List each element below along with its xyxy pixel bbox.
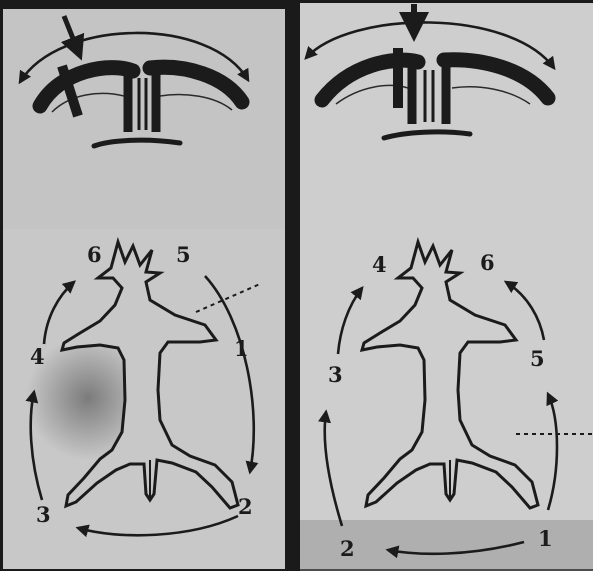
right-label-6: 6: [480, 250, 495, 275]
panel-divider: [285, 0, 300, 571]
left-panel-top-gradient: [3, 9, 285, 229]
left-label-1: 1: [234, 336, 249, 361]
left-label-3: 3: [36, 502, 51, 527]
right-label-1: 1: [538, 526, 553, 551]
right-label-2: 2: [340, 536, 355, 561]
left-label-5: 5: [176, 242, 191, 267]
right-label-3: 3: [328, 362, 343, 387]
left-label-6: 6: [87, 242, 102, 267]
right-label-5: 5: [530, 346, 545, 371]
right-label-4: 4: [372, 252, 387, 277]
left-label-2: 2: [238, 494, 253, 519]
top-left-border: [0, 0, 300, 9]
left-label-4: 4: [30, 344, 45, 369]
